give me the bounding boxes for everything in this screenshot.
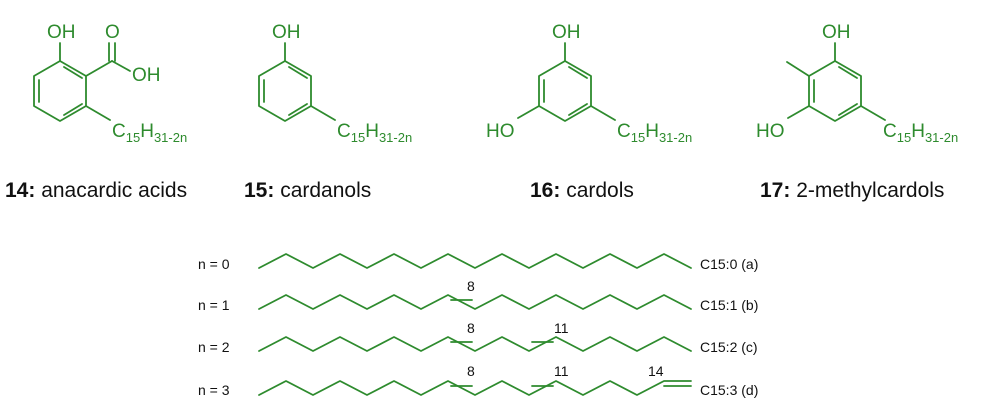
side-chain-row-n0: n = 0 C15:0 (a) bbox=[198, 253, 758, 272]
ring-inner-bond bbox=[838, 103, 858, 116]
side-chain-row-n3: n = 3 8 11 14 C15:3 (d) bbox=[198, 363, 758, 398]
ring-inner-bond bbox=[63, 66, 83, 79]
ring-inner-bond bbox=[838, 66, 858, 79]
hydroxyl-label: OH bbox=[272, 22, 301, 43]
hydroxyl-label: OH bbox=[47, 22, 76, 43]
ring-inner-bond bbox=[288, 66, 308, 79]
acid-oh-bond bbox=[111, 60, 131, 72]
structure-14-anacardic-acid: OH O OH C15H31-2n bbox=[33, 22, 187, 145]
ring-inner-bond bbox=[568, 103, 588, 116]
benzene-ring bbox=[538, 60, 592, 122]
caption-14: 14: anacardic acids bbox=[5, 179, 187, 202]
benzene-ring bbox=[33, 60, 87, 122]
bond-position-label: 11 bbox=[554, 320, 569, 336]
caption-17: 17: 2-methylcardols bbox=[760, 179, 944, 202]
chain-code-label: C15:1 (b) bbox=[700, 297, 758, 313]
n-value-label: n = 0 bbox=[198, 256, 230, 272]
hydroxyl-label: OH bbox=[822, 22, 851, 43]
c15-2-chain bbox=[258, 336, 692, 352]
side-chain-formula: C15H31-2n bbox=[112, 121, 187, 145]
side-chain-formula: C15H31-2n bbox=[337, 121, 412, 145]
side-chain-bond bbox=[310, 105, 336, 121]
methyl-bond bbox=[786, 61, 810, 77]
bond-position-label: 8 bbox=[467, 278, 475, 294]
side-chain-formula: C15H31-2n bbox=[883, 121, 958, 145]
bond-position-label: 14 bbox=[648, 363, 664, 379]
benzene-ring bbox=[258, 60, 312, 122]
n-value-label: n = 3 bbox=[198, 382, 230, 398]
c15-3-chain bbox=[258, 380, 692, 396]
bond-position-label: 8 bbox=[467, 363, 475, 379]
carboxyl-bond bbox=[85, 60, 113, 77]
side-chain-bond bbox=[590, 105, 616, 121]
ho-bond bbox=[517, 105, 540, 119]
chain-code-label: C15:0 (a) bbox=[700, 256, 758, 272]
caption-15: 15: cardanols bbox=[244, 179, 371, 202]
side-chain-formula: C15H31-2n bbox=[617, 121, 692, 145]
hydroxyl-label: OH bbox=[552, 22, 581, 43]
chain-code-label: C15:3 (d) bbox=[700, 382, 758, 398]
hydroxyl-label-2: HO bbox=[486, 121, 515, 142]
hydroxyl-label-2: HO bbox=[756, 121, 785, 142]
side-chain-bond bbox=[860, 105, 886, 121]
ring-inner-bond bbox=[568, 66, 588, 79]
n-value-label: n = 1 bbox=[198, 297, 230, 313]
carbonyl-o-label: O bbox=[105, 22, 120, 43]
c15-0-chain bbox=[258, 253, 692, 269]
caption-16: 16: cardols bbox=[530, 179, 634, 202]
ring-inner-bond bbox=[63, 103, 83, 116]
side-chain-row-n2: n = 2 8 11 C15:2 (c) bbox=[198, 320, 758, 355]
benzene-ring bbox=[808, 60, 862, 122]
structure-16-cardol: OH HO C15H31-2n bbox=[486, 22, 692, 145]
structure-17-methylcardol: OH HO C15H31-2n bbox=[756, 22, 958, 145]
ho-bond bbox=[787, 105, 810, 119]
ring-inner-bond bbox=[288, 103, 308, 116]
side-chain-row-n1: n = 1 8 C15:1 (b) bbox=[198, 278, 758, 313]
n-value-label: n = 2 bbox=[198, 339, 230, 355]
chain-code-label: C15:2 (c) bbox=[700, 339, 758, 355]
bond-position-label: 8 bbox=[467, 320, 475, 336]
side-chain-bond bbox=[85, 105, 111, 121]
c15-1-chain bbox=[258, 294, 692, 310]
structure-15-cardanol: OH C15H31-2n bbox=[258, 22, 412, 145]
acid-oh-label: OH bbox=[132, 65, 161, 86]
bond-position-label: 11 bbox=[554, 363, 569, 379]
